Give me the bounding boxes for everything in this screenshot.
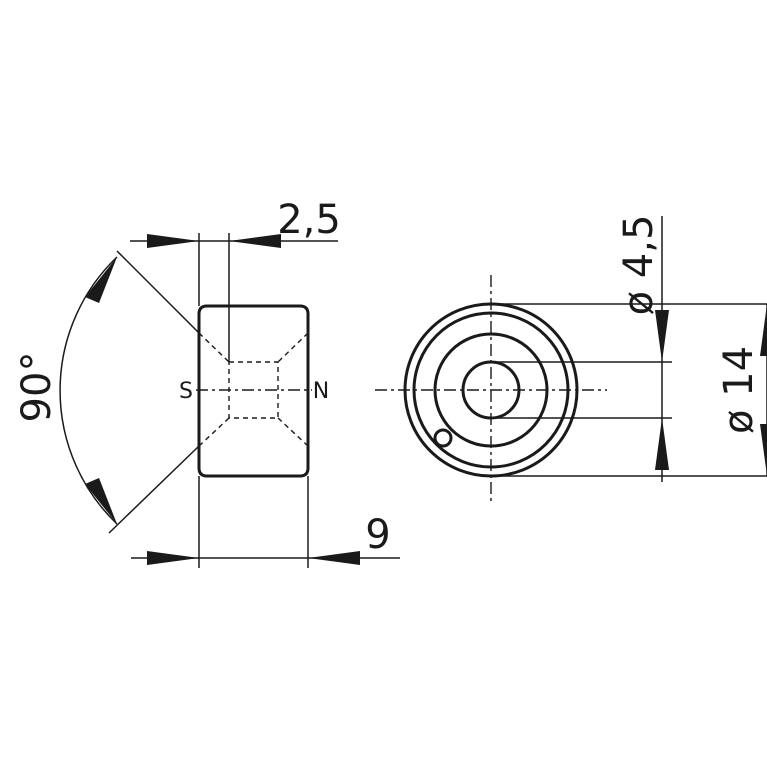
dimension-chamfer-angle: 90°: [14, 250, 200, 534]
pole-north-label: N: [313, 379, 329, 404]
extension-line: [108, 445, 200, 534]
chamfer-angle-label: 90°: [14, 352, 60, 423]
dimension-arrowhead: [760, 424, 767, 476]
dimension-outer-diameter: ø 14: [491, 303, 767, 477]
extension-line: [116, 250, 200, 334]
dimension-chamfer-width: 2,5: [130, 197, 341, 362]
dimension-arrowhead: [229, 234, 281, 248]
hidden-chamfer-line: [198, 417, 230, 447]
side-view-outline: [197, 304, 310, 478]
front-view: [375, 275, 607, 505]
dimension-arrowhead: [147, 551, 199, 565]
dimension-arrowhead: [655, 418, 669, 470]
outer-diameter-label: ø 14: [716, 346, 762, 434]
length-label: 9: [365, 512, 390, 558]
hidden-chamfer-line: [277, 332, 309, 363]
dimension-arrowhead: [760, 304, 767, 356]
pole-south-label: S: [179, 379, 193, 404]
dimension-length: 9: [131, 476, 400, 568]
dimension-arrowhead: [147, 234, 199, 248]
dimension-bore-diameter: ø 4,5: [491, 215, 672, 482]
marking-dot: [433, 428, 453, 448]
chamfer-width-label: 2,5: [277, 197, 341, 243]
dimension-arrowhead: [655, 310, 669, 362]
angle-arrowhead: [85, 478, 117, 524]
hidden-chamfer-line: [198, 332, 230, 363]
angle-arc: [59, 256, 118, 525]
bore-diameter-label: ø 4,5: [616, 215, 662, 316]
dimension-arrowhead: [308, 551, 360, 565]
angle-arrowhead: [85, 257, 117, 303]
side-view: S N: [179, 304, 329, 478]
hidden-chamfer-line: [277, 417, 309, 447]
